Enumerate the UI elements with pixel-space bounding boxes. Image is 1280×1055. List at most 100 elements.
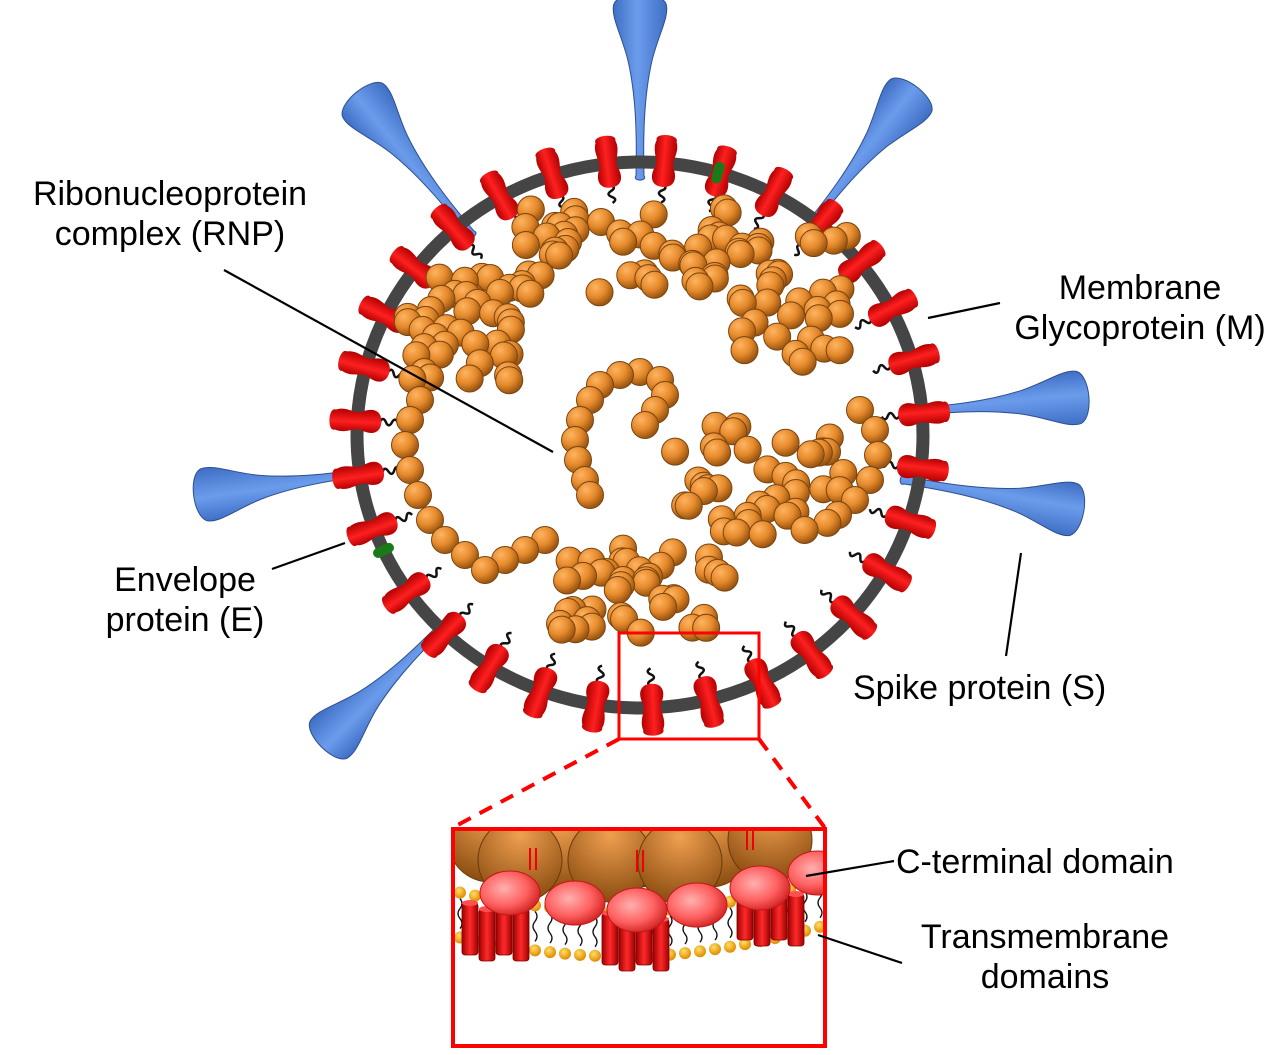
m-protein-linker bbox=[695, 660, 705, 681]
lipid-head-inner bbox=[694, 945, 706, 958]
m-protein-body bbox=[640, 683, 665, 736]
m-protein-linker bbox=[868, 507, 888, 519]
spike-head bbox=[899, 474, 1086, 537]
nucleocapsid-bead bbox=[685, 272, 714, 301]
lipid-tail bbox=[727, 907, 733, 939]
label-envelope-line2: protein (E) bbox=[105, 601, 265, 639]
m-protein-linker bbox=[657, 183, 667, 204]
linker-coil bbox=[848, 551, 867, 564]
m-protein-linker bbox=[880, 411, 901, 421]
tether bbox=[529, 848, 537, 870]
m-protein-linker bbox=[741, 645, 753, 664]
linker-coil bbox=[468, 243, 483, 260]
c-terminal-domain bbox=[729, 865, 791, 911]
label-spike-protein: Spike protein (S) bbox=[853, 668, 1106, 708]
lipid-head-inner bbox=[559, 947, 571, 960]
transmembrane-helix bbox=[461, 902, 479, 956]
m-protein-body bbox=[535, 147, 569, 200]
nucleocapsid-bead bbox=[733, 435, 762, 464]
e-protein bbox=[373, 542, 394, 558]
nucleocapsid-bead bbox=[730, 336, 759, 365]
m-protein-linker bbox=[854, 318, 873, 330]
m-protein bbox=[523, 667, 558, 719]
spike-head bbox=[341, 81, 477, 239]
leader-lines bbox=[223, 269, 1023, 965]
nucleocapsid-bead bbox=[396, 456, 424, 484]
m-protein-body bbox=[338, 350, 390, 382]
lipid-head-inner bbox=[574, 948, 586, 961]
lipid-tail bbox=[547, 912, 553, 944]
linker-coil bbox=[657, 183, 667, 204]
m-protein-body bbox=[862, 553, 912, 593]
inset-panel bbox=[451, 827, 827, 1048]
label-c-terminal-domain: C-terminal domain bbox=[896, 842, 1174, 882]
linker-coil bbox=[595, 664, 605, 685]
m-protein-linker bbox=[753, 212, 765, 230]
tether bbox=[636, 850, 644, 872]
e-protein bbox=[711, 161, 725, 184]
transmembrane-helix bbox=[512, 908, 530, 962]
nucleocapsid-bead bbox=[788, 347, 817, 376]
nucleocapsid-bead bbox=[495, 366, 524, 395]
m-protein-linker bbox=[545, 652, 557, 672]
m-protein-body bbox=[332, 461, 384, 489]
linker-coil bbox=[458, 602, 474, 618]
lipid-tail bbox=[592, 916, 598, 948]
label-c-terminal-line1: C-terminal domain bbox=[896, 843, 1174, 881]
m-protein bbox=[479, 170, 519, 221]
label-membrane-glycoprotein: Membrane Glycoprotein (M) bbox=[1000, 268, 1280, 348]
e-protein-body bbox=[373, 542, 394, 558]
tether bbox=[746, 831, 754, 850]
m-protein-linker bbox=[872, 363, 892, 374]
m-protein-linker bbox=[646, 667, 656, 688]
nucleocapsid-bead bbox=[609, 227, 638, 256]
viral-envelope bbox=[350, 155, 930, 715]
linker-coil bbox=[545, 652, 557, 672]
nucleocapsid-bead bbox=[796, 440, 825, 469]
m-protein-linker bbox=[394, 511, 414, 523]
nucleocapsid-bead bbox=[726, 239, 755, 268]
m-protein bbox=[332, 461, 384, 489]
lipid-head-outer bbox=[469, 889, 481, 902]
lipid-head-inner bbox=[724, 940, 736, 953]
spike-protein bbox=[612, 0, 668, 181]
lipid-head-inner bbox=[709, 943, 721, 956]
lipid-head-inner bbox=[814, 920, 823, 933]
label-membrane-line1: Membrane bbox=[1058, 269, 1222, 307]
m-protein-body bbox=[594, 135, 622, 188]
linker-coil bbox=[868, 507, 888, 519]
nucleocapsid-bead bbox=[416, 506, 444, 534]
m-protein-body bbox=[830, 595, 877, 640]
m-protein bbox=[329, 408, 382, 433]
nucleocapsid-bead bbox=[674, 491, 703, 520]
m-protein-linker bbox=[499, 631, 512, 650]
m-protein bbox=[754, 166, 794, 217]
leader-rnp bbox=[223, 269, 554, 453]
m-protein bbox=[790, 630, 834, 679]
m-protein-body bbox=[693, 676, 725, 728]
nucleocapsid-bead bbox=[396, 406, 424, 434]
m-protein-body bbox=[754, 166, 794, 217]
nucleocapsid-bead bbox=[710, 563, 739, 592]
zoom-connector-left bbox=[451, 737, 620, 830]
m-protein-body bbox=[744, 658, 782, 709]
m-protein bbox=[338, 350, 390, 382]
nucleocapsid-bead bbox=[777, 301, 806, 330]
nucleocapsid-bead bbox=[603, 576, 632, 605]
m-protein-body bbox=[382, 572, 431, 614]
nucleocapsid-bead bbox=[455, 364, 484, 393]
m-protein-body bbox=[523, 667, 558, 719]
c-terminal-domain bbox=[666, 882, 728, 928]
linker-coil bbox=[783, 621, 797, 638]
m-protein-body bbox=[346, 512, 398, 547]
nucleocapsid-bead bbox=[576, 481, 604, 509]
m-protein-body bbox=[421, 611, 467, 658]
m-protein-linker bbox=[378, 417, 400, 427]
spike-protein bbox=[341, 81, 477, 239]
nucleocapsid-bead bbox=[763, 322, 792, 351]
nucleocapsid-bead bbox=[431, 526, 459, 554]
m-protein bbox=[867, 288, 919, 327]
m-protein bbox=[830, 595, 877, 640]
highlight-box bbox=[617, 631, 761, 741]
m-protein bbox=[594, 135, 622, 188]
